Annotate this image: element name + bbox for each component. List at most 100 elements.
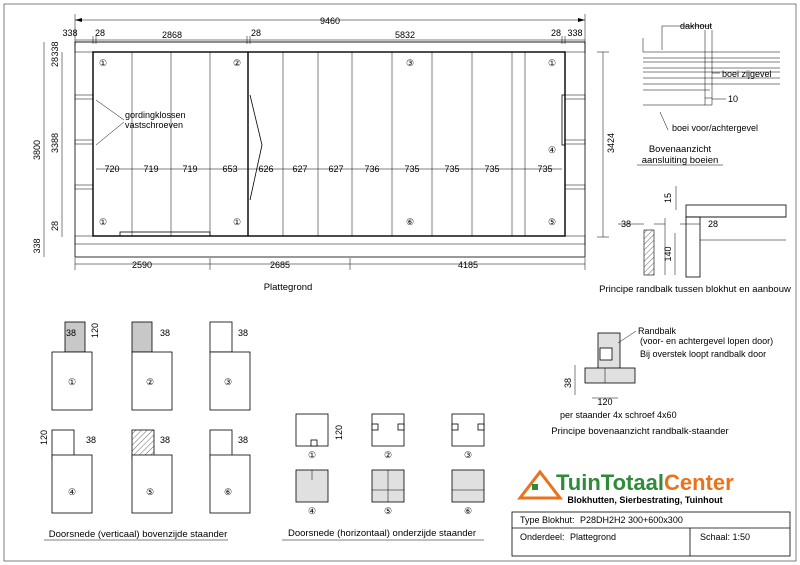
dim-3388: 3388 [50, 133, 60, 153]
svg-text:③: ③ [464, 450, 472, 460]
label-randbalk: Randbalk [638, 326, 677, 336]
dim-2685: 2685 [270, 260, 290, 270]
title-block: Type Blokhut: P28DH2H2 300+600x300 Onder… [511, 511, 791, 557]
svg-text:719: 719 [143, 164, 158, 174]
value-schaal: Schaal: 1:50 [700, 532, 750, 542]
note-vastschroeven: vastschroeven [125, 120, 183, 130]
dim-2590: 2590 [132, 260, 152, 270]
svg-text:④: ④ [68, 487, 76, 497]
svg-text:①: ① [548, 58, 556, 68]
page-border [3, 3, 797, 562]
detail-randbalk: 15 38 28 140 Principe randbalk tussen bl… [599, 186, 791, 295]
caption-staander: Principe bovenaanzicht randbalk-staander [551, 426, 728, 437]
label-randbalk-2: (voor- en achtergevel lopen door) [640, 336, 773, 346]
dim-28-randbalk: 28 [708, 219, 718, 229]
svg-text:735: 735 [537, 164, 552, 174]
svg-text:⑥: ⑥ [406, 217, 414, 227]
label-onderdeel: Onderdeel: [520, 532, 565, 542]
svg-text:②: ② [384, 450, 392, 460]
svg-text:626: 626 [258, 164, 273, 174]
caption-randbalk: Principe randbalk tussen blokhut en aanb… [599, 284, 791, 295]
svg-text:⑤: ⑤ [384, 506, 392, 516]
dim-28-a: 28 [95, 28, 105, 38]
svg-text:736: 736 [364, 164, 379, 174]
svg-text:①: ① [99, 58, 107, 68]
note-gordingklossen: gordingklossen [125, 110, 186, 120]
label-dakhout: dakhout [680, 21, 713, 31]
svg-text:①: ① [99, 217, 107, 227]
caption-boeien-2: aansluiting boeien [642, 155, 719, 166]
house-icon [516, 469, 564, 500]
logo-brand: TuinTotaalCenter [556, 470, 734, 495]
value-onderdeel: Plattegrond [570, 532, 616, 542]
caption-vertical: Doorsnede (verticaal) bovenzijde staande… [49, 529, 228, 540]
dim-38-staander: 38 [563, 378, 573, 388]
svg-text:③: ③ [224, 377, 232, 387]
label-boei-voor: boei voor/achtergevel [672, 123, 758, 133]
dim-28-top-left: 28 [50, 57, 60, 67]
front-window [119, 231, 211, 237]
plan-caption: Plattegrond [264, 282, 313, 293]
svg-text:720: 720 [104, 164, 119, 174]
dim-120-staander: 120 [597, 397, 612, 407]
wall-outline [92, 51, 566, 237]
svg-text:②: ② [146, 377, 154, 387]
label-dim-10: 10 [728, 94, 738, 104]
svg-text:653: 653 [222, 164, 237, 174]
joist-spacing-row: 720 719 719 653 626 627 627 736 735 735 … [104, 164, 552, 174]
svg-text:735: 735 [484, 164, 499, 174]
dim-338-left: 338 [62, 28, 77, 38]
svg-text:③: ③ [406, 58, 414, 68]
plan-markers: ① ② ③ ① ④ ① ① ⑥ ⑤ [99, 58, 556, 227]
dim-38-randbalk: 38 [621, 219, 631, 229]
label-type: Type Blokhut: [520, 515, 575, 525]
svg-text:②: ② [233, 58, 241, 68]
svg-text:①: ① [308, 450, 316, 460]
label-randbalk-3: Bij overstek loopt randbalk door [640, 349, 766, 359]
dim-5832: 5832 [395, 30, 415, 40]
svg-text:735: 735 [444, 164, 459, 174]
dim-338-top-left: 338 [50, 41, 60, 56]
svg-text:719: 719 [182, 164, 197, 174]
caption-horizontal: Doorsnede (horizontaal) onderzijde staan… [288, 528, 476, 539]
vertical-sections: ① 38 120 ② 38 ③ 38 ④ 38 120 ⑤ 38 ⑥ 38 Do… [39, 321, 251, 541]
svg-text:①: ① [233, 217, 241, 227]
dim-total-width: 9460 [320, 16, 340, 26]
label-screw-note: per staander 4x schroef 4x60 [560, 410, 677, 420]
dim-4185: 4185 [458, 260, 478, 270]
dim-3800: 3800 [32, 140, 42, 160]
floor-plan: 9460 338 28 2868 28 5832 28 338 3800 338… [32, 14, 616, 293]
slab-outline [74, 41, 586, 258]
dim-28-b: 28 [251, 28, 261, 38]
svg-text:120: 120 [39, 430, 49, 445]
dim-338-right: 338 [567, 28, 582, 38]
floor-joists [131, 52, 526, 236]
svg-text:38: 38 [160, 328, 170, 338]
dim-3424: 3424 [606, 133, 616, 153]
door-swing [249, 94, 263, 201]
svg-text:627: 627 [292, 164, 307, 174]
svg-text:120: 120 [90, 323, 100, 338]
svg-text:⑥: ⑥ [464, 506, 472, 516]
detail-staander: 38 120 Randbalk (voor- en achtergevel lo… [551, 326, 773, 437]
svg-text:38: 38 [160, 435, 170, 445]
detail-boeien: dakhout boei zijgevel 10 boei voor/achte… [637, 21, 780, 166]
caption-boeien-1: Bovenaanzicht [649, 144, 712, 155]
dim-28-bot-left: 28 [50, 221, 60, 231]
dim-15: 15 [663, 193, 673, 203]
horizontal-sections: ① 120 ② ③ ④ ⑤ ⑥ Doorsnede (horizontaal) … [282, 413, 485, 541]
svg-text:735: 735 [404, 164, 419, 174]
svg-text:①: ① [68, 377, 76, 387]
svg-text:④: ④ [308, 506, 316, 516]
svg-text:⑥: ⑥ [224, 487, 232, 497]
dim-28-c: 28 [551, 28, 561, 38]
dim-140: 140 [663, 246, 673, 261]
logo-tagline: Blokhutten, Sierbestrating, Tuinhout [567, 495, 722, 505]
svg-text:627: 627 [328, 164, 343, 174]
svg-text:④: ④ [548, 145, 556, 155]
svg-text:38: 38 [238, 328, 248, 338]
logo: TuinTotaalCenter Blokhutten, Sierbestrat… [516, 469, 734, 505]
dim-338-bot-left: 338 [32, 238, 42, 253]
svg-text:⑤: ⑤ [146, 487, 154, 497]
